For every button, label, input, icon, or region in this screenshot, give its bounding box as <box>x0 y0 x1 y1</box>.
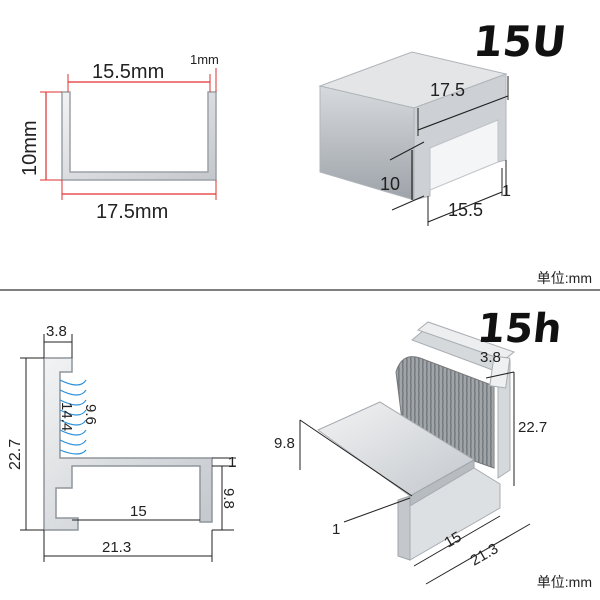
u-channel-shape <box>61 91 217 181</box>
u-profile-drawing: 15.5mm 1mm 10mm 17.5mm <box>19 52 219 223</box>
u-iso-drawing: 17.5 10 15.5 1 <box>318 51 511 226</box>
height-label: 10mm <box>19 120 41 176</box>
wall-label: 1mm <box>190 52 219 67</box>
u-title: 15U <box>471 17 569 66</box>
iso-wall-label: 1 <box>502 183 511 200</box>
iso-inner-width-label: 15.5 <box>448 200 483 220</box>
height-label-h: 22.7 <box>7 439 24 470</box>
iso-height-label: 10 <box>380 174 400 194</box>
top-width-label: 3.8 <box>46 323 67 340</box>
brush-outer-label: 14.4 <box>58 402 75 431</box>
iso-foot-inner-label: 15 <box>442 528 465 551</box>
brush-height-label: 9.6 <box>82 404 99 425</box>
iso-height-label-h: 22.7 <box>518 419 547 436</box>
inner-width-label: 15.5mm <box>92 61 164 83</box>
iso-top-width-label: 3.8 <box>480 349 501 366</box>
h-title: 15h <box>475 306 564 352</box>
top-unit-label: 单位:mm <box>536 270 592 286</box>
iso-total-width-label: 21.3 <box>468 540 502 569</box>
iso-outer-width-label: 17.5 <box>430 80 465 100</box>
outer-width-label: 17.5mm <box>96 201 168 223</box>
foot-height-label: 9.8 <box>220 488 237 509</box>
total-width-label: 21.3 <box>102 539 131 556</box>
h-profile-drawing: 3.8 22.7 9.6 14.4 1 9.8 15 21.3 <box>7 323 237 562</box>
iso-wall-label-h: 1 <box>332 521 340 538</box>
h-iso-drawing: 9.8 1 3.8 22.7 15 21.3 <box>274 321 547 585</box>
bottom-unit-label: 单位:mm <box>536 574 592 590</box>
wall-label-h: 1 <box>228 454 236 471</box>
brush-insert <box>59 379 87 455</box>
foot-inner-label: 15 <box>130 503 147 520</box>
h-profile-shape <box>43 357 213 531</box>
iso-foot-height-label: 9.8 <box>274 435 295 452</box>
